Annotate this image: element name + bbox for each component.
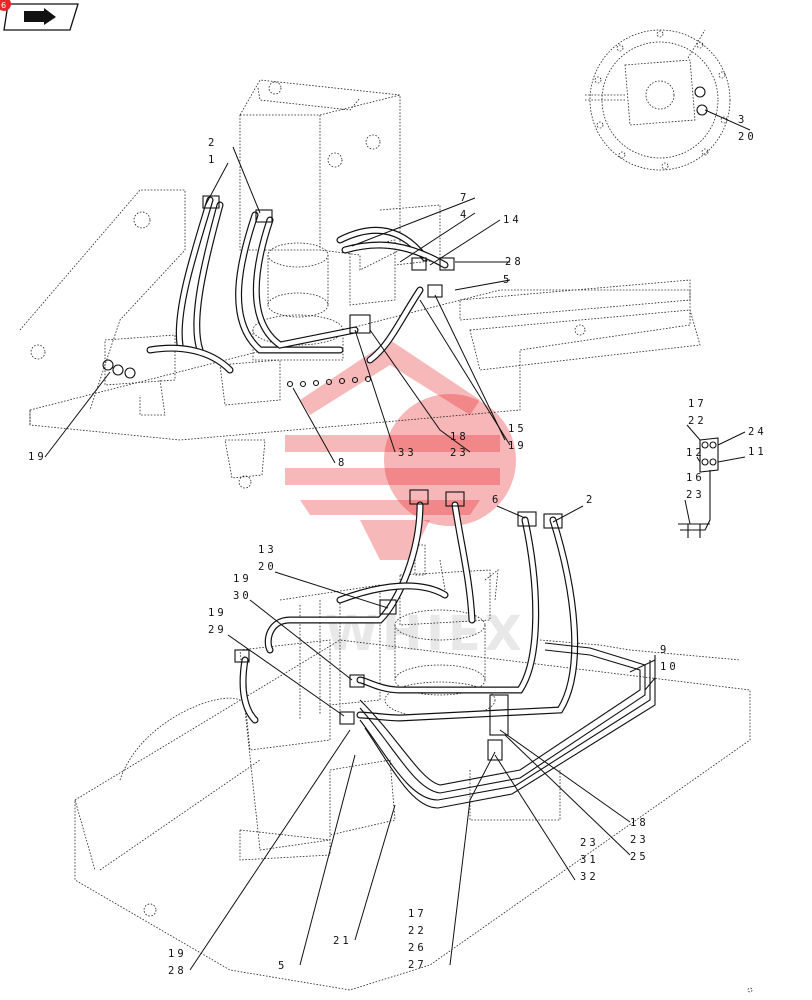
callout-label: 18 [630, 817, 649, 829]
callout-label: 5 [278, 960, 287, 972]
callout-label: 22 [408, 925, 427, 937]
callout-label: 9 [660, 644, 669, 656]
turntable-inset: 3 20 [585, 29, 757, 171]
callout-label: 23 [580, 837, 599, 849]
callout-label: 24 [748, 426, 767, 438]
callout-label: 19 [508, 440, 527, 452]
callout-label: 27 [408, 959, 427, 971]
callout-label: 30 [233, 590, 252, 602]
callout-label: 5 [503, 274, 512, 286]
lower-assembly [74, 489, 753, 993]
callout-label: 4 [460, 209, 469, 221]
callout-label: 32 [580, 871, 599, 883]
lower-leaders [189, 505, 656, 971]
callout-label: 20 [738, 131, 757, 143]
callout-label: 19 [28, 451, 47, 463]
callout-label: 28 [168, 965, 187, 977]
callout-label: 8 [338, 457, 347, 469]
callout-label: 17 [408, 908, 427, 920]
callout-label: 28 [505, 256, 524, 268]
callout-label: 10 [660, 661, 679, 673]
callout-label: 23 [630, 834, 649, 846]
callout-label: 33 [398, 447, 417, 459]
callout-label: 6 [492, 494, 501, 506]
bracket-inset: 17 22 12 24 11 16 23 [678, 398, 767, 538]
callout-label: 26 [408, 942, 427, 954]
callout-label: 31 [580, 854, 599, 866]
callout-label: 2 [586, 494, 595, 506]
watermark-logo [285, 340, 516, 560]
callout-label: 29 [208, 624, 227, 636]
callout-label: 1 [208, 154, 217, 166]
callout-label: 23 [686, 489, 705, 501]
red-circle-icon [0, 0, 11, 11]
upper-leaders [44, 146, 511, 464]
callout-label: 7 [460, 192, 469, 204]
watermark-text: WHIEX [325, 606, 526, 662]
callout-label: 13 [258, 544, 277, 556]
callout-label: 19 [208, 607, 227, 619]
callout-label: 3 [738, 114, 747, 126]
callout-label: 20 [258, 561, 277, 573]
upper-label-group: 2 1 7 4 14 28 5 19 8 33 18 23 15 19 [28, 137, 527, 469]
callout-label: 14 [503, 214, 522, 226]
callout-label: 22 [688, 415, 707, 427]
callout-label: 12 [686, 447, 705, 459]
upper-assembly [19, 79, 701, 489]
book-arrow-icon[interactable] [3, 3, 79, 31]
callout-label: 21 [333, 935, 352, 947]
callout-label: 19 [168, 948, 187, 960]
callout-label: 19 [233, 573, 252, 585]
callout-label: 23 [450, 447, 469, 459]
lower-label-group: 6 2 13 20 19 30 19 29 9 10 18 23 25 23 3… [168, 494, 679, 977]
svg-text:6: 6 [1, 1, 6, 10]
callout-label: 18 [450, 431, 469, 443]
callout-label: 11 [748, 446, 767, 458]
callout-label: 25 [630, 851, 649, 863]
callout-label: 15 [508, 423, 527, 435]
callout-label: 17 [688, 398, 707, 410]
callout-label: 2 [208, 137, 217, 149]
callout-label: 16 [686, 472, 705, 484]
